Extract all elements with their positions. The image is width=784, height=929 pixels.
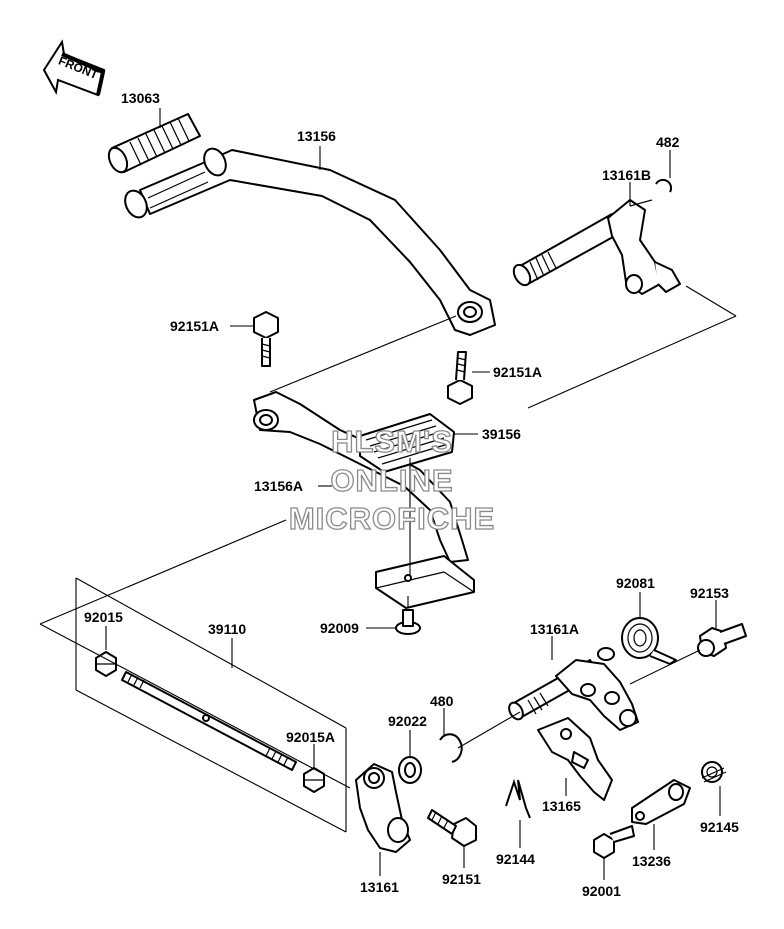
label-39156: 39156: [482, 426, 521, 442]
label-13063: 13063: [121, 90, 160, 106]
label-92145: 92145: [700, 819, 739, 835]
label-480: 480: [430, 693, 454, 709]
watermark-line-1: HLSM'S: [331, 424, 453, 459]
shift-shaft-13161a: [508, 647, 639, 731]
upper-shift-lever: [124, 147, 496, 336]
label-13165: 13165: [542, 798, 581, 814]
bolt-92151a-right: [447, 351, 473, 405]
label-92001: 92001: [582, 883, 621, 899]
bolt-92153: [697, 623, 747, 657]
tie-rod: [121, 671, 297, 771]
assembly-lines: [39, 285, 737, 833]
lower-shift-pedal: [253, 391, 475, 609]
nut-92015: [95, 651, 117, 677]
circlip: [655, 178, 673, 193]
label-92151a-right: 92151A: [493, 364, 542, 380]
label-92151: 92151: [442, 871, 481, 887]
part-labels: 13063 13156 482 13161B 92151A 92151A 391…: [84, 90, 739, 899]
spring-92145: [701, 761, 727, 783]
leader-lines: [105, 108, 721, 880]
label-482: 482: [656, 134, 680, 150]
return-spring: [621, 617, 677, 665]
nut-92015a: [303, 767, 325, 793]
bolt-92151: [427, 809, 477, 847]
front-arrow-icon: FRONT: [42, 39, 106, 97]
label-13236: 13236: [632, 853, 671, 869]
watermark-line-3: MICROFICHE: [289, 501, 495, 536]
label-13161b: 13161B: [602, 167, 651, 183]
watermark: HLSM'S ONLINE MICROFICHE: [288, 423, 495, 536]
label-13156: 13156: [297, 128, 336, 144]
label-13161: 13161: [360, 879, 399, 895]
bolt-92151a-left: [253, 311, 279, 367]
lower-shift-arm: [355, 763, 411, 853]
label-13161a: 13161A: [530, 621, 579, 637]
screw-92009: [395, 609, 421, 635]
label-92151a-left: 92151A: [170, 318, 219, 334]
pedal-rubber: [359, 413, 455, 473]
label-92022: 92022: [388, 713, 427, 729]
label-92153: 92153: [690, 585, 729, 601]
watermark-line-2: ONLINE: [330, 463, 453, 498]
bolt-92001: [593, 825, 635, 859]
grip-rubber: [107, 113, 201, 174]
washer-92022: [398, 756, 422, 784]
label-92009: 92009: [320, 620, 359, 636]
label-13156a: 13156A: [254, 478, 303, 494]
label-92144: 92144: [496, 851, 535, 867]
circlip-480: [439, 733, 463, 763]
label-39110: 39110: [208, 621, 246, 637]
label-92015: 92015: [84, 609, 123, 625]
label-92015a: 92015A: [286, 729, 335, 745]
upper-shift-shaft: [512, 199, 681, 295]
label-92081: 92081: [616, 575, 655, 591]
guide-plate: [537, 717, 613, 801]
lever-13236: [631, 779, 691, 825]
spring-92144: [505, 778, 531, 819]
